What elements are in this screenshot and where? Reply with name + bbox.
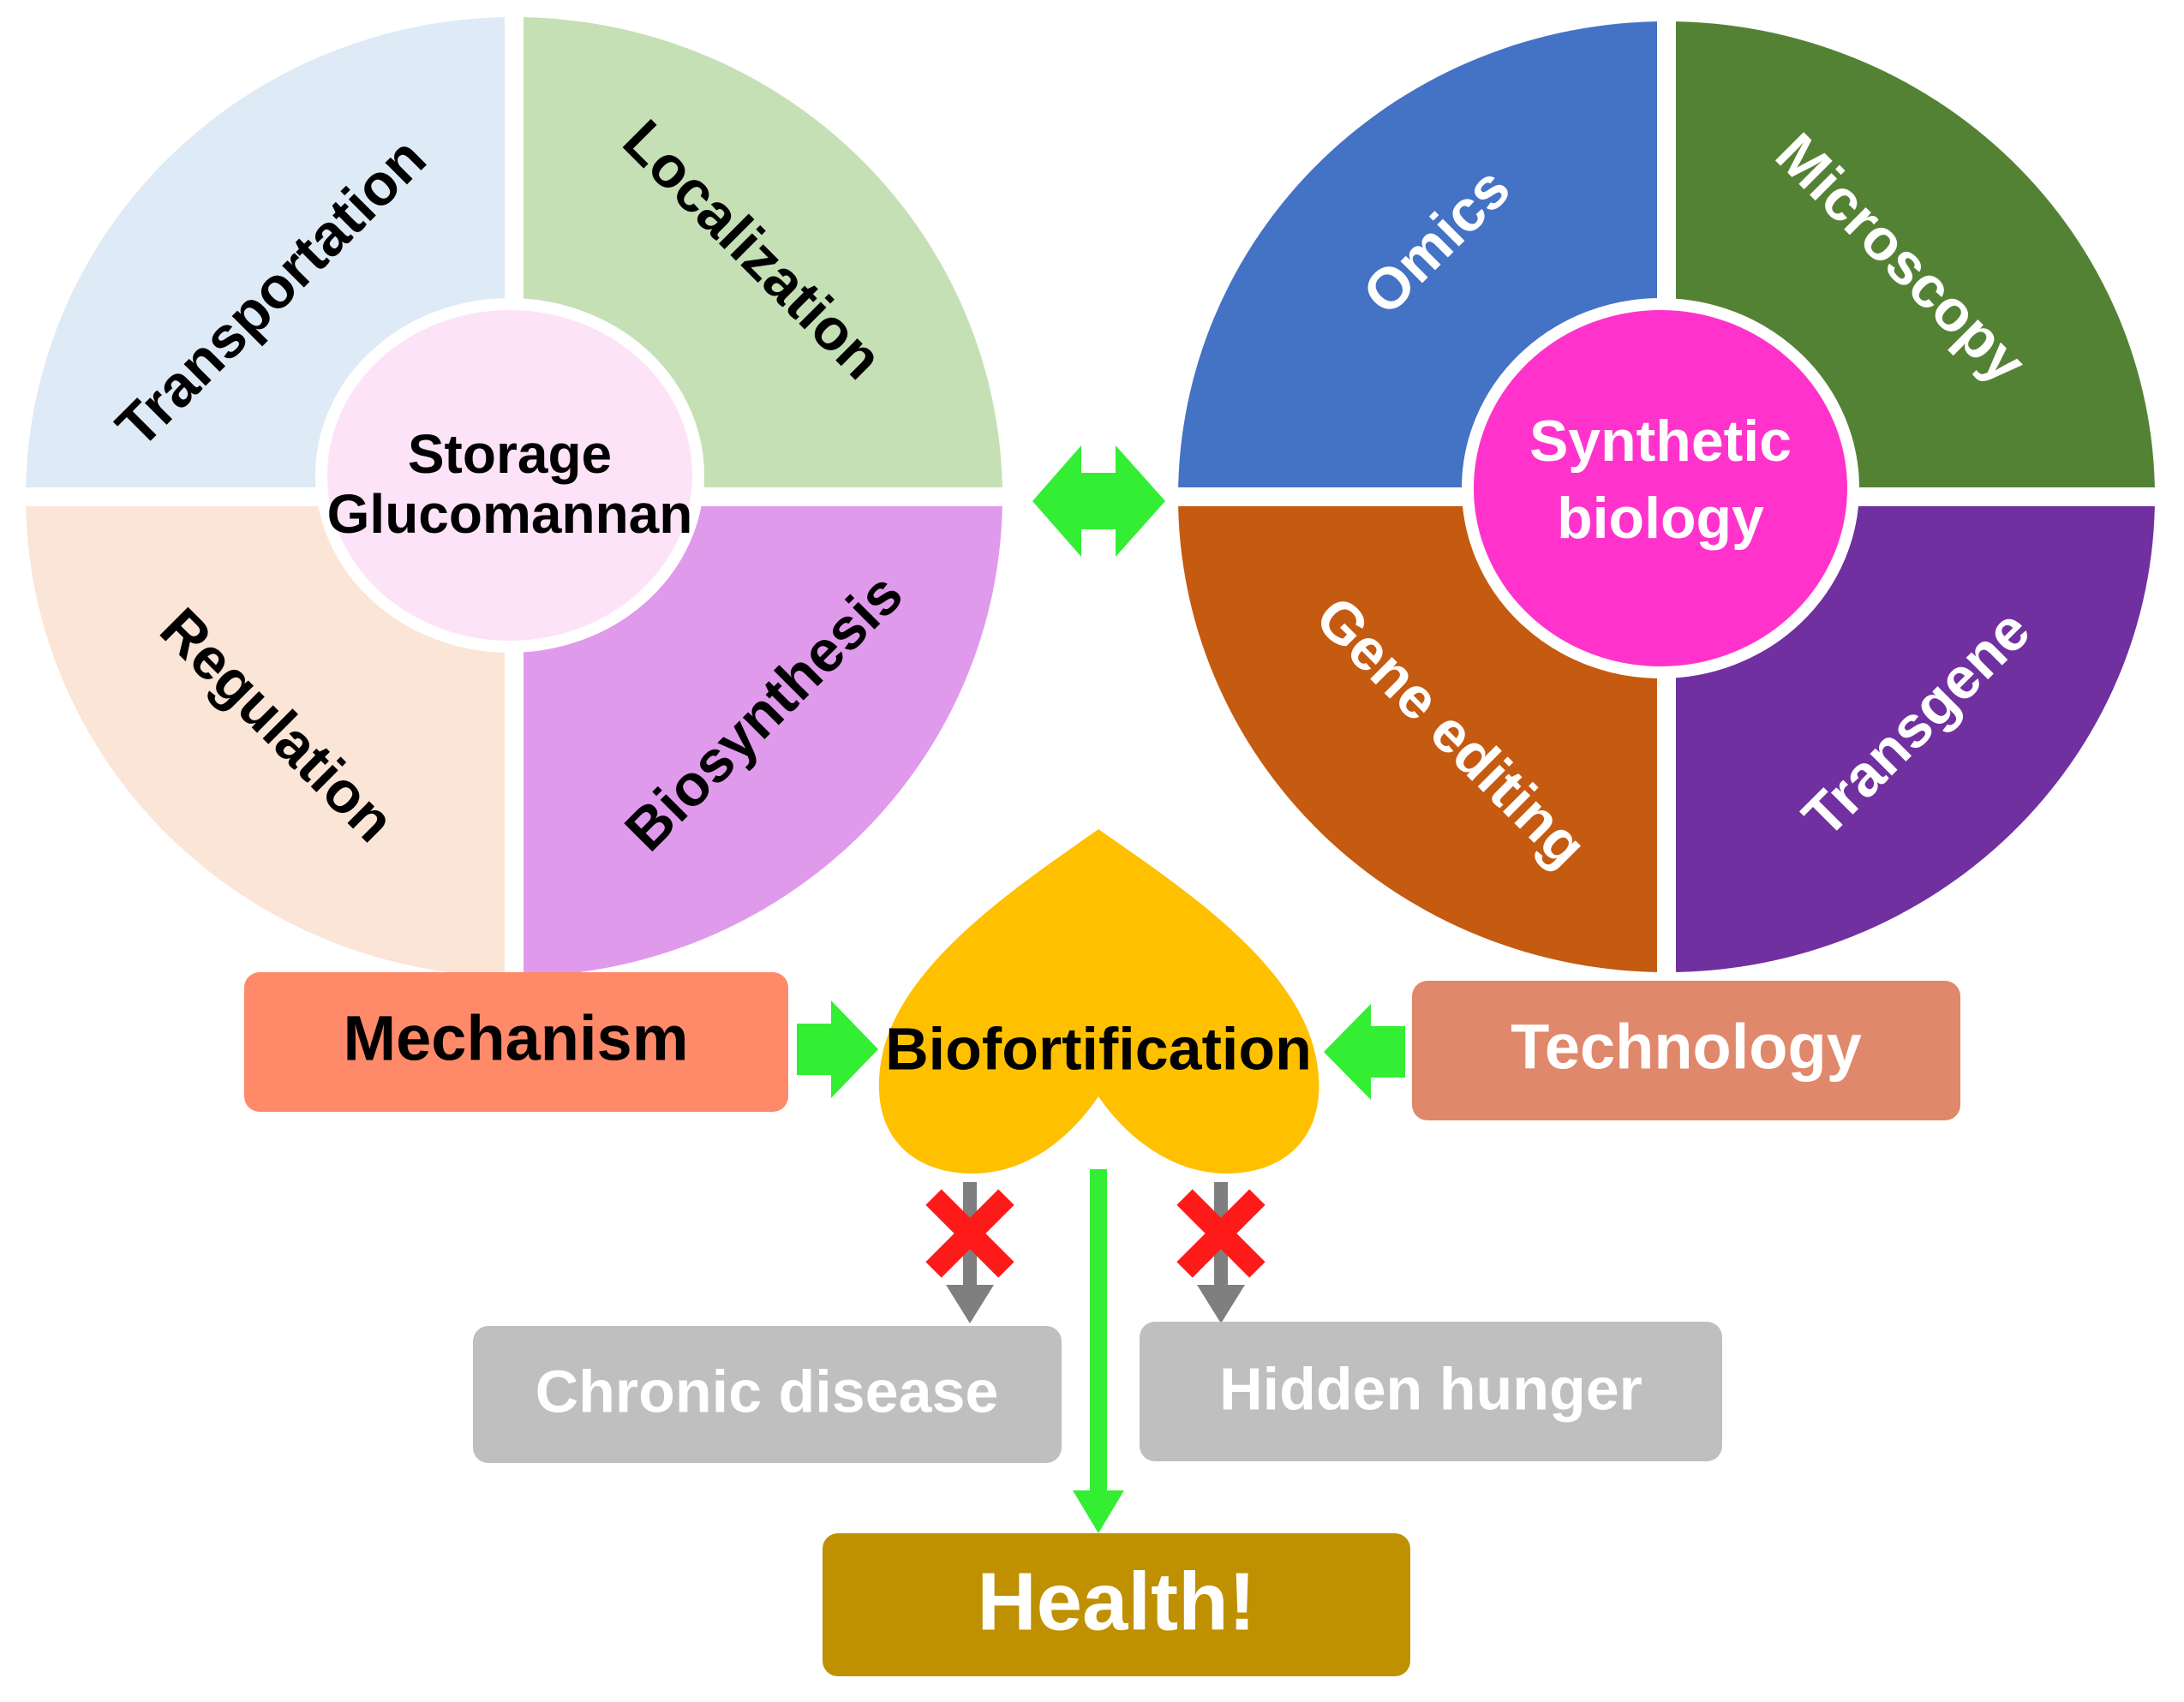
segment-regulation bbox=[26, 497, 514, 976]
chronic-disease-box bbox=[473, 1326, 1062, 1463]
cross-icon bbox=[925, 1189, 1014, 1278]
technology-wheel: Synthetic biology Omics Microscopy Gene … bbox=[1170, 13, 2163, 981]
center-label-line2: biology bbox=[1557, 486, 1764, 551]
arrow-right-icon bbox=[797, 1000, 878, 1098]
hidden-hunger-label: Hidden hunger bbox=[1219, 1355, 1642, 1422]
storage-center bbox=[315, 298, 704, 653]
blocked-arrow-right bbox=[1176, 1182, 1266, 1323]
health-arrow bbox=[1073, 1169, 1124, 1533]
technology-label: Technology bbox=[1511, 1012, 1862, 1083]
mechanism-label: Mechanism bbox=[343, 1003, 688, 1074]
arrow-shaft bbox=[1090, 1169, 1107, 1508]
arrow-left-icon bbox=[1324, 1004, 1405, 1100]
health-box bbox=[823, 1533, 1410, 1676]
biofortification-label: Biofortification bbox=[885, 1015, 1312, 1082]
arrow-head bbox=[1073, 1490, 1124, 1533]
blocked-arrow-left bbox=[925, 1182, 1014, 1323]
technology-box bbox=[1412, 981, 1960, 1120]
hidden-hunger-box bbox=[1140, 1322, 1722, 1461]
health-label: Health! bbox=[977, 1556, 1255, 1647]
center-label-line1: Storage bbox=[408, 423, 612, 485]
center-label-line2: Glucomannan bbox=[327, 483, 693, 545]
cross-icon bbox=[1176, 1189, 1266, 1278]
biofortification-heart bbox=[878, 829, 1319, 1173]
double-arrow-icon bbox=[1032, 445, 1165, 557]
mechanism-box bbox=[244, 972, 788, 1112]
chronic-disease-label: Chronic disease bbox=[536, 1358, 999, 1424]
arrow-head bbox=[1197, 1285, 1245, 1323]
synthetic-biology-center bbox=[1462, 298, 1859, 678]
mechanism-wheel: Storage Glucomannan Transportation Local… bbox=[17, 9, 1011, 985]
arrow-head bbox=[946, 1285, 994, 1323]
center-label-line1: Synthetic bbox=[1529, 409, 1792, 474]
segment-biosynthesis bbox=[514, 497, 1002, 976]
